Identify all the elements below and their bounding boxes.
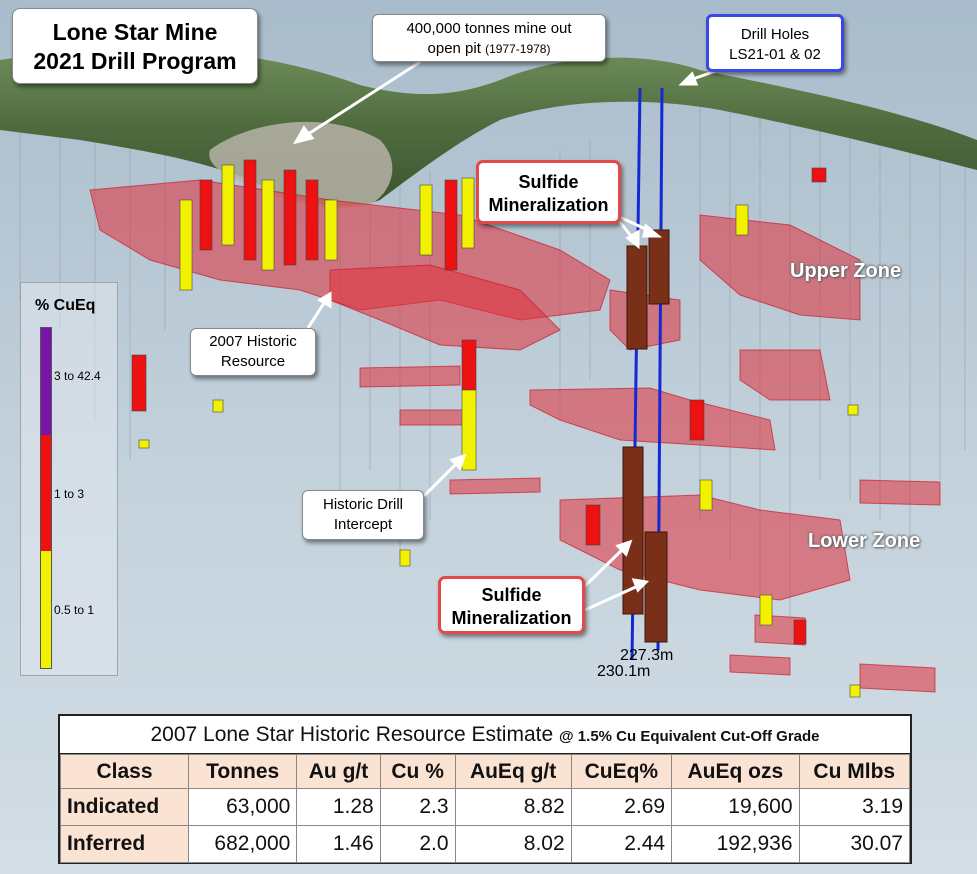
legend-label-low: 0.5 to 1 [54, 603, 95, 617]
drill-holes-line-1: Drill Holes [740, 26, 810, 43]
sulfide-upper-line-1: Sulfide [518, 172, 579, 192]
header-aueq: AuEq g/t [454, 754, 572, 789]
header-cu-mlbs: Cu Mlbs [798, 754, 911, 789]
drill-holes-line-2: LS21-01 & 02 [729, 46, 821, 63]
legend-color-bar [40, 327, 52, 669]
legend-swatch-low [41, 551, 51, 668]
cell-au: 1.28 [296, 788, 381, 826]
pit-callout-years: (1977-1978) [485, 42, 551, 56]
historic-resource-callout: 2007 Historic Resource [190, 328, 316, 376]
title-line-1: Lone Star Mine [52, 19, 218, 45]
table-title-sub: @ 1.5% Cu Equivalent Cut-Off Grade [559, 728, 820, 745]
lower-zone-label: Lower Zone [808, 530, 921, 552]
cell-tonnes: 63,000 [188, 788, 298, 826]
table-row: Inferred 682,000 1.46 2.0 8.02 2.44 192,… [59, 825, 911, 863]
cell-cueq: 2.44 [570, 825, 673, 863]
historic-resource-line-2: Resource [220, 353, 286, 370]
drill-holes-callout: Drill Holes LS21-01 & 02 [706, 14, 844, 72]
table-title: 2007 Lone Star Historic Resource Estimat… [60, 716, 910, 754]
historic-drill-line-1: Historic Drill [323, 496, 403, 513]
cell-class: Inferred [59, 825, 190, 863]
open-pit-callout: 400,000 tonnes mine out open pit (1977-1… [372, 14, 606, 62]
upper-zone-label: Upper Zone [790, 260, 902, 282]
historic-resource-line-1: 2007 Historic [209, 333, 297, 350]
pit-callout-line-1: 400,000 tonnes mine out [406, 20, 572, 37]
sulfide-lower-callout: Sulfide Mineralization [438, 576, 585, 634]
cell-class: Indicated [59, 788, 190, 826]
cell-aueq-ozs: 19,600 [671, 788, 800, 826]
legend-label-high: 3 to 42.4 [54, 369, 101, 383]
legend-swatch-high [41, 328, 51, 435]
cell-aueq-ozs: 192,936 [671, 825, 800, 863]
header-cueq: CuEq% [570, 754, 673, 789]
hole-1-depth: 227.3m [620, 647, 674, 664]
header-aueq-ozs: AuEq ozs [671, 754, 800, 789]
legend-label-mid: 1 to 3 [54, 487, 85, 501]
legend-swatch-mid [41, 435, 51, 551]
resource-table: Class Tonnes Au g/t Cu % AuEq g/t CuEq% … [59, 754, 911, 863]
cell-cu-mlbs: 3.19 [798, 788, 911, 826]
historic-drill-line-2: Intercept [333, 516, 393, 533]
map-title-box: Lone Star Mine 2021 Drill Program [12, 8, 258, 84]
header-cu: Cu % [379, 754, 456, 789]
pit-callout-line-2: open pit [427, 40, 481, 57]
sulfide-upper-callout: Sulfide Mineralization [476, 160, 621, 224]
sulfide-upper-line-2: Mineralization [488, 195, 609, 215]
title-line-2: 2021 Drill Program [33, 48, 237, 74]
header-class: Class [59, 754, 190, 789]
cell-au: 1.46 [296, 825, 381, 863]
cell-tonnes: 682,000 [188, 825, 298, 863]
cell-cueq: 2.69 [570, 788, 673, 826]
resource-blocks [89, 179, 941, 693]
table-header-row: Class Tonnes Au g/t Cu % AuEq g/t CuEq% … [59, 754, 911, 789]
header-tonnes: Tonnes [188, 754, 298, 789]
table-title-main: 2007 Lone Star Historic Resource Estimat… [150, 723, 554, 746]
hole-2-depth: 230.1m [597, 663, 651, 680]
cell-aueq: 8.82 [454, 788, 572, 826]
sulfide-lower-line-1: Sulfide [481, 585, 542, 605]
cell-cu-mlbs: 30.07 [798, 825, 911, 863]
sulfide-lower-line-2: Mineralization [451, 608, 572, 628]
cell-cu: 2.3 [379, 788, 456, 826]
header-au: Au g/t [296, 754, 381, 789]
table-row: Indicated 63,000 1.28 2.3 8.82 2.69 19,6… [59, 788, 911, 826]
cell-cu: 2.0 [379, 825, 456, 863]
drill-holes-2021 [622, 87, 670, 661]
cell-aueq: 8.02 [454, 825, 572, 863]
callout-arrows [292, 60, 731, 612]
cueq-legend: % CuEq 3 to 42.4 1 to 3 0.5 to 1 [20, 282, 118, 676]
historic-drill-callout: Historic Drill Intercept [302, 490, 424, 540]
3d-model-scene: Lone Star Mine 2021 Drill Program 400,00… [0, 8, 977, 698]
mine-model-graphic [0, 48, 977, 698]
resource-estimate-table: 2007 Lone Star Historic Resource Estimat… [58, 714, 912, 864]
legend-title: % CuEq [35, 297, 96, 314]
drill-intercepts [131, 159, 861, 698]
